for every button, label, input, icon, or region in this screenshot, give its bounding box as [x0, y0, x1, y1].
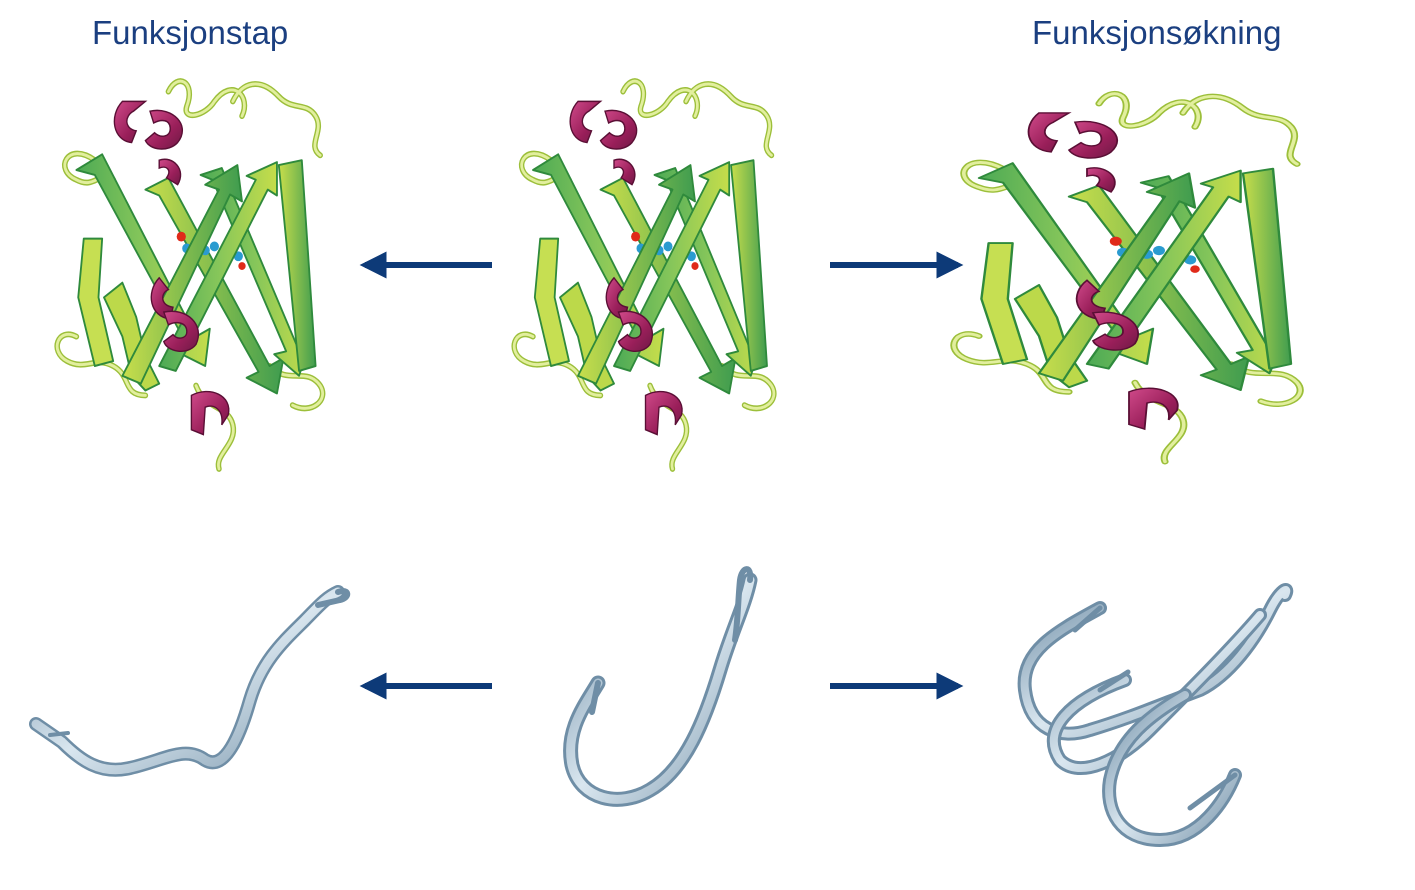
title-loss-of-function: Funksjonstap	[92, 14, 289, 51]
single-hook	[563, 566, 758, 807]
bent-hook	[29, 585, 351, 777]
loss-protein	[57, 81, 322, 469]
title-gain-of-function: Funksjonsøkning	[1032, 14, 1282, 51]
gain-protein	[954, 94, 1300, 462]
normal-protein	[514, 81, 774, 469]
double-hook	[1017, 583, 1294, 847]
